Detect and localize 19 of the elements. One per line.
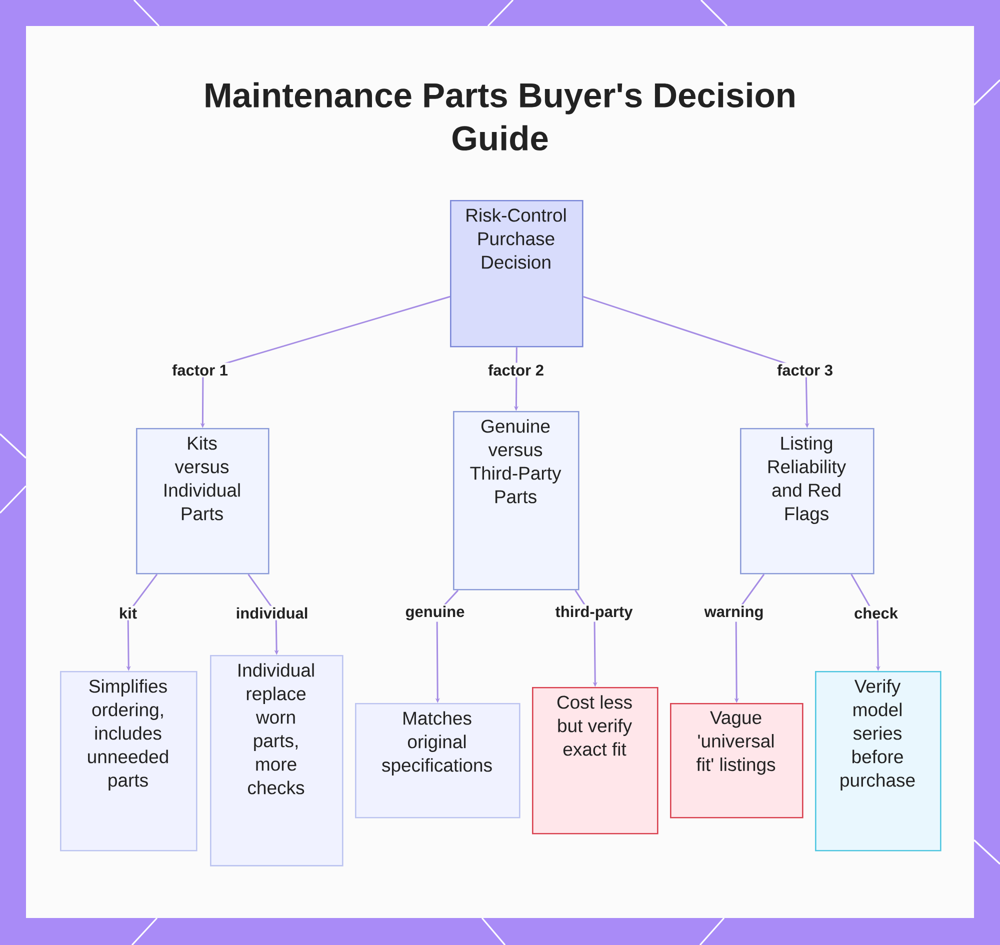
edge-label: individual [234,606,310,620]
decision-box: Risk-Control Purchase Decision [450,200,584,348]
warning-box: Vague 'universal fit' listings [670,703,804,818]
category-box: Kits versus Individual Parts [136,428,270,574]
edge-label: factor 3 [776,362,834,378]
category-box: Genuine versus Third-Party Parts [453,411,580,590]
option-box: Matches original specifications [355,703,520,818]
title: Maintenance Parts Buyer's Decision Guide [206,82,794,151]
tip-box: Verify model series before purchase [815,671,942,852]
edge-label: warning [702,604,766,622]
warning-box: Cost less but verify exact fit [532,687,658,834]
edge-label: factor 1 [170,362,230,378]
option-box: Simplifies ordering, includes unneeded parts [60,671,198,852]
option-box: Individual replace worn parts, more checks [210,655,344,866]
edge-label: genuine [404,604,466,622]
edge-label: check [852,606,900,620]
edge-label: third-party [554,604,634,622]
category-box: Listing Reliability and Red Flags [740,428,874,574]
edge-label: factor 2 [486,362,546,378]
